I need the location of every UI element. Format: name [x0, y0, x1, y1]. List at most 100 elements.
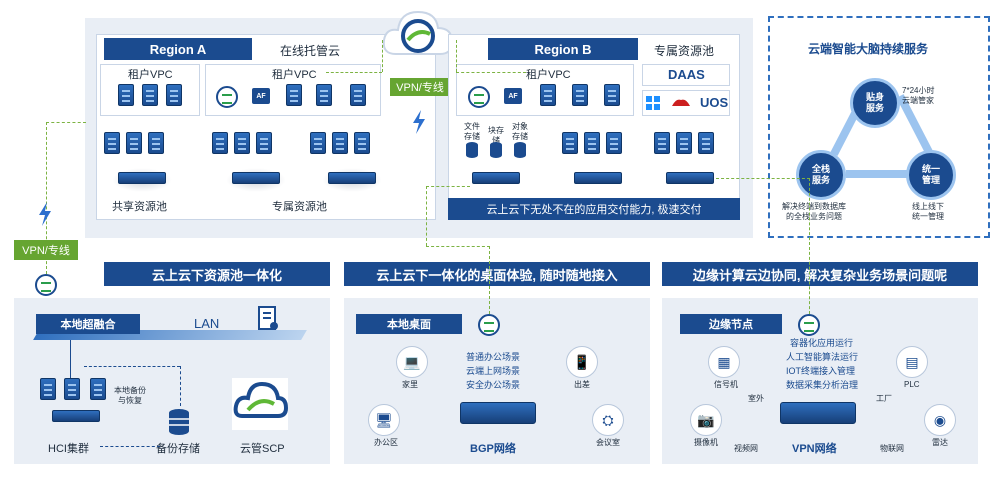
- server-icon: [354, 132, 370, 154]
- video-net-label: 视频网: [734, 444, 758, 453]
- scp-label: 云管SCP: [240, 443, 285, 455]
- restore-arrow: [100, 446, 160, 447]
- server-icon: [562, 132, 578, 154]
- node-right: [906, 150, 956, 200]
- file-storage-label: 文件存储: [464, 122, 480, 141]
- feature-2: 人工智能算法运行: [786, 352, 859, 362]
- connector-line: [426, 246, 490, 247]
- signal-icon: ▦: [708, 346, 740, 378]
- travel-label: 出差: [574, 380, 590, 389]
- router-icon: [478, 314, 500, 336]
- connector-line: [489, 246, 490, 314]
- home-label: 家里: [402, 380, 418, 389]
- p3-header: 边缘节点: [680, 314, 782, 334]
- feature-4: 数据采集分析治理: [786, 380, 859, 390]
- online-cloud-label: 在线托管云: [280, 44, 341, 58]
- hci-appliance-icon: [52, 410, 100, 422]
- scene-2: 云端上网场景: [466, 366, 521, 376]
- factory-label: 工厂: [876, 394, 892, 403]
- scp-logo-icon: [232, 378, 288, 430]
- vm-icon: [286, 84, 302, 106]
- server-icon: [126, 132, 142, 154]
- p2-header: 本地桌面: [356, 314, 462, 334]
- storage-icon: [490, 142, 502, 158]
- plc-icon: ▤: [896, 346, 928, 378]
- server-icon: [654, 132, 670, 154]
- p1-header: 本地超融合: [36, 314, 140, 334]
- backup-arrow: [180, 366, 181, 406]
- firewall-af-icon: AF: [252, 88, 270, 104]
- firewall-af-icon: AF: [504, 88, 522, 104]
- block-storage-label: 块存储: [488, 126, 504, 145]
- cloud-logo-icon: [382, 10, 454, 55]
- vpn-appliance-icon: [780, 402, 856, 424]
- meeting-label: 会议室: [596, 438, 620, 447]
- storage-icon: [466, 142, 478, 158]
- backup-storage-label: 备份存储: [156, 443, 200, 455]
- scene-1: 普通办公场景: [466, 352, 521, 362]
- vpn-network-label: VPN网络: [792, 443, 837, 455]
- server-icon: [90, 378, 106, 400]
- note-top: 7*24小时 云端管家: [902, 86, 935, 105]
- server-icon: [64, 378, 80, 400]
- camera-label: 摄像机: [694, 438, 718, 447]
- signal-label: 信号机: [714, 380, 738, 389]
- hci-appliance-icon: [118, 172, 166, 184]
- vm-icon: [540, 84, 556, 106]
- connector-line: [809, 178, 810, 314]
- node-right-label: 统一管理: [921, 164, 940, 185]
- note-left: 解决终端到数据库 的全栈业务问题: [782, 202, 846, 221]
- tenant-vpc-label-3: 租户VPC: [526, 69, 571, 81]
- server-icon: [104, 132, 120, 154]
- radar-label: 雷达: [932, 438, 948, 447]
- hci-appliance-icon: [472, 172, 520, 184]
- node-top-label: 贴身服务: [865, 92, 884, 113]
- band-1: 云上云下资源池一体化: [104, 262, 330, 286]
- router-icon: [216, 86, 238, 108]
- daas-box: [642, 64, 730, 86]
- server-icon: [256, 132, 272, 154]
- note-right: 线上线下 统一管理: [912, 202, 944, 221]
- band-3: 边缘计算云边协同, 解决复杂业务场景问题呢: [662, 262, 978, 286]
- certificate-icon: [258, 306, 278, 330]
- hci-appliance-icon: [232, 172, 280, 184]
- server-icon: [584, 132, 600, 154]
- vm-icon: [166, 84, 182, 106]
- outdoor-label: 室外: [748, 394, 764, 403]
- tenant-vpc-label-2: 租户VPC: [272, 69, 317, 81]
- node-left-label: 全栈服务: [811, 164, 830, 185]
- shared-pool-label: 共享资源池: [112, 201, 167, 213]
- dedicated-pool-a-label: 专属资源池: [272, 201, 327, 213]
- server-icon: [40, 378, 56, 400]
- scene-3: 安全办公场景: [466, 380, 521, 390]
- feature-3: IOT终端接入管理: [786, 366, 855, 376]
- node-left: [796, 150, 846, 200]
- router-icon: [468, 86, 490, 108]
- server-icon: [332, 132, 348, 154]
- vpn-left-badge: VPN/专线: [14, 240, 78, 260]
- server-icon: [676, 132, 692, 154]
- lan-label: LAN: [194, 316, 220, 331]
- node-top: [850, 78, 900, 128]
- connector-line: [326, 72, 382, 73]
- feature-1: 容器化应用运行: [790, 338, 854, 348]
- daas-label: DAAS: [668, 67, 705, 82]
- lightning-icon: [413, 110, 425, 134]
- region-b-header: Region B: [488, 38, 638, 60]
- tenant-vpc-label-1: 租户VPC: [128, 69, 173, 81]
- plc-label: PLC: [904, 380, 920, 389]
- band-2: 云上云下一体化的桌面体验, 随时随地接入: [344, 262, 650, 286]
- office-icon: 🖥: [368, 404, 400, 436]
- windows-icon: [646, 96, 660, 110]
- dedicated-pool-b-label: 专属资源池: [654, 44, 715, 58]
- router-icon: [798, 314, 820, 336]
- hci-appliance-icon: [666, 172, 714, 184]
- connector-line: [46, 122, 47, 274]
- server-icon: [310, 132, 326, 154]
- radar-icon: ◉: [924, 404, 956, 436]
- vm-icon: [604, 84, 620, 106]
- server-icon: [234, 132, 250, 154]
- storage-icon: [514, 142, 526, 158]
- server-icon: [148, 132, 164, 154]
- object-storage-label: 对象存储: [512, 122, 528, 141]
